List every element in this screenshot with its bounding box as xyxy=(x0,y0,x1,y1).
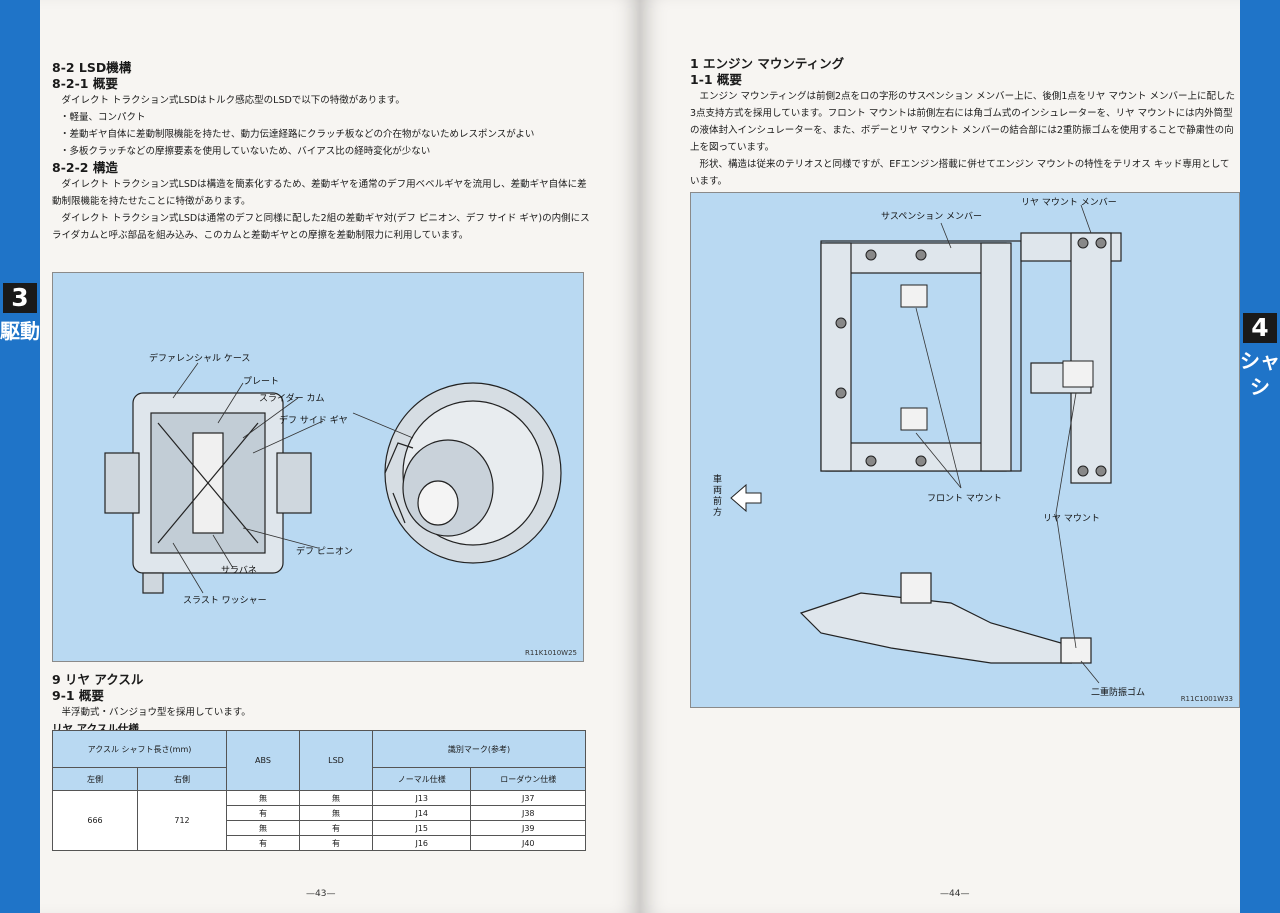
header-right: 右側 xyxy=(137,767,227,791)
label-spring: サラバネ xyxy=(221,566,257,576)
engine-mounts xyxy=(900,284,1094,431)
mounting-section: 1 エンジン マウンティング 1-1 概要 エンジン マウンティングは前側2点を… xyxy=(690,56,1235,190)
cell-lowdown: J37 xyxy=(470,790,586,806)
bullet-item: ・多板クラッチなどの摩擦要素を使用していないため、バイアス比の経時変化が少ない xyxy=(60,146,431,157)
paragraph: 半浮動式・バンジョウ型を採用しています。 xyxy=(61,707,251,718)
cell-right-length: 712 xyxy=(137,790,227,851)
callout-leaders xyxy=(172,362,414,594)
mounting-figure: リヤ マウント メンバー サスペンション メンバー フロント マウント リヤ マ… xyxy=(690,192,1240,708)
chapter-tab-left: 3 駆動 xyxy=(0,0,40,913)
header-shaft-length: アクスル シャフト長さ(mm) xyxy=(52,730,227,768)
subsection-heading: 1-1 概要 xyxy=(690,72,742,87)
chapter-number: 4 xyxy=(1243,313,1277,343)
label-differential-case: デファレンシャル ケース xyxy=(149,354,251,364)
label-double-rubber: 二重防振ゴム xyxy=(1091,688,1146,698)
left-page: 3 駆動 8-2 LSD機構 8-2-1 概要 ダイレクト トラクション式LSD… xyxy=(0,0,640,913)
lsd-diagram xyxy=(104,362,562,594)
cell-lsd: 無 xyxy=(299,790,373,806)
chapter-tab-right: 4 シャシ xyxy=(1240,0,1280,913)
label-front-mount: フロント マウント xyxy=(927,494,1002,504)
lsd-section: 8-2 LSD機構 8-2-1 概要 ダイレクト トラクション式LSDはトルク感… xyxy=(52,60,592,244)
vehicle-front-arrow xyxy=(730,483,762,513)
paragraph: ダイレクト トラクション式LSDはトルク感応型のLSDで以下の特徴があります。 xyxy=(61,95,405,106)
callout-leaders xyxy=(915,204,1100,684)
section-title: 9 リヤ アクスル xyxy=(52,672,144,687)
cell-normal: J14 xyxy=(371,805,472,821)
cell-lsd: 有 xyxy=(299,820,373,836)
label-plate: プレート xyxy=(243,377,280,387)
label-vehicle-front: 車両前方 xyxy=(713,475,723,518)
paragraph: エンジン マウンティングは前側2点をロの字形のサスペンション メンバー上に、後側… xyxy=(690,91,1235,153)
cell-lsd: 無 xyxy=(299,805,373,821)
cell-lowdown: J38 xyxy=(470,805,586,821)
cell-abs: 有 xyxy=(226,835,300,851)
lsd-cross-section xyxy=(104,392,312,594)
cell-lowdown: J39 xyxy=(470,820,586,836)
header-mark: 識別マーク(参考) xyxy=(372,730,586,768)
cell-normal: J15 xyxy=(371,820,472,836)
header-lowdown: ローダウン仕様 xyxy=(470,767,586,791)
bullet-item: ・軽量、コンパクト xyxy=(60,112,146,123)
axle-section: 9 リヤ アクスル 9-1 概要 半浮動式・バンジョウ型を採用しています。 リヤ… xyxy=(52,672,592,737)
cell-abs: 無 xyxy=(226,790,300,806)
label-thrust-washer: スラスト ワッシャー xyxy=(183,596,267,606)
page-number: —43— xyxy=(306,889,336,899)
label-pinion: デフ ピニオン xyxy=(296,547,353,557)
suspension-member-frame xyxy=(820,232,1122,484)
header-left: 左側 xyxy=(52,767,138,791)
cell-abs: 無 xyxy=(226,820,300,836)
label-rear-mount: リヤ マウント xyxy=(1043,514,1100,524)
right-page: 4 シャシ 1 エンジン マウンティング 1-1 概要 エンジン マウンティング… xyxy=(640,0,1280,913)
header-lsd: LSD xyxy=(299,730,373,791)
mounting-diagram xyxy=(730,204,1122,684)
label-rear-mount-member: リヤ マウント メンバー xyxy=(1021,198,1117,208)
cell-normal: J13 xyxy=(371,790,472,806)
chapter-label: 駆動 xyxy=(0,319,40,343)
header-abs: ABS xyxy=(226,730,300,791)
mount-bolts xyxy=(835,237,1107,477)
cell-normal: J16 xyxy=(371,835,472,851)
section-title: 8-2 LSD機構 xyxy=(52,60,132,75)
cell-left-length: 666 xyxy=(52,790,138,851)
lsd-figure: デファレンシャル ケース プレート スライダー カム デフ サイド ギヤ デフ … xyxy=(52,272,584,662)
label-suspension-member: サスペンション メンバー xyxy=(881,212,983,222)
header-normal: ノーマル仕様 xyxy=(371,767,472,791)
label-side-gear: デフ サイド ギヤ xyxy=(279,416,348,426)
subsection-heading: 9-1 概要 xyxy=(52,688,104,703)
label-slider-cam: スライダー カム xyxy=(259,394,325,404)
axle-spec-table: アクスル シャフト長さ(mm) ABS LSD 識別マーク(参考) 左側 右側 … xyxy=(52,730,586,851)
subsection-heading: 8-2-2 構造 xyxy=(52,160,118,175)
section-title: 1 エンジン マウンティング xyxy=(690,56,845,71)
paragraph: ダイレクト トラクション式LSDは構造を簡素化するため、差動ギヤを通常のデフ用ベ… xyxy=(52,179,587,207)
paragraph: 形状、構造は従来のテリオスと同様ですが、EFエンジン搭載に併せてエンジン マウン… xyxy=(690,159,1230,187)
paragraph: ダイレクト トラクション式LSDは通常のデフと同様に配した2組の差動ギヤ対(デフ… xyxy=(52,213,590,241)
lsd-ring-gear xyxy=(384,382,562,564)
chapter-label: シャシ xyxy=(1240,349,1280,399)
figure-code: R11C1001W33 xyxy=(1180,695,1233,703)
cell-abs: 有 xyxy=(226,805,300,821)
cell-lowdown: J40 xyxy=(470,835,586,851)
cell-lsd: 有 xyxy=(299,835,373,851)
bullet-item: ・差動ギヤ自体に差動制限機能を持たせ、動力伝達経路にクラッチ板などの介在物がない… xyxy=(60,129,535,140)
subsection-heading: 8-2-1 概要 xyxy=(52,76,118,91)
figure-code: R11K1010W25 xyxy=(524,649,577,657)
side-view-frame xyxy=(799,572,1092,664)
page-number: —44— xyxy=(940,889,970,899)
chapter-number: 3 xyxy=(3,283,37,313)
